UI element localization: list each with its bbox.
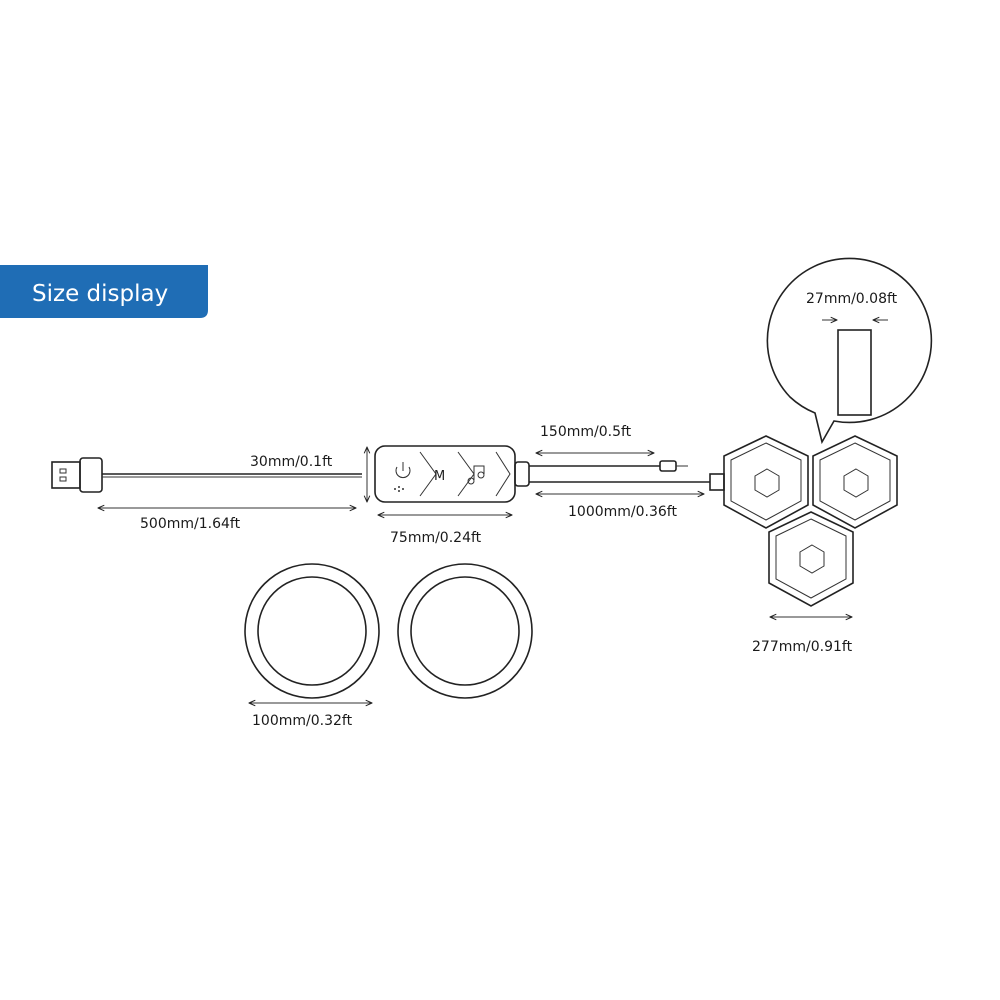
ring-outer: [397, 563, 533, 699]
short-cable-connector: [659, 460, 677, 472]
button-divider: [457, 451, 475, 497]
hexagon-width: 277mm/0.91ft: [752, 639, 853, 655]
power-icon: [395, 462, 411, 479]
usb-pin: [59, 468, 67, 474]
ring-lights: [244, 563, 533, 699]
usb-cable-length: 500mm/1.64ft: [140, 516, 241, 532]
controller-height: 30mm/0.1ft: [250, 454, 333, 470]
music-icon: [467, 465, 485, 485]
controller-cable-exit: [514, 461, 530, 487]
usb-connector: [51, 461, 81, 489]
short-cable-length: 150mm/0.5ft: [540, 424, 632, 440]
controller-width: 75mm/0.24ft: [390, 530, 482, 546]
banner-background: [0, 265, 208, 318]
ring-diameter: 100mm/0.32ft: [252, 713, 353, 729]
long-cable-plug: [709, 473, 725, 491]
hexagon-panel: [723, 435, 809, 529]
button-divider: [495, 451, 511, 497]
hexagon-light-icon: [799, 544, 825, 574]
panel-edge-profile: [837, 329, 872, 416]
button-divider: [419, 451, 437, 497]
ring-inner: [410, 576, 520, 686]
ring-outer: [244, 563, 380, 699]
microphone-icon: [394, 486, 404, 492]
usb-pin: [59, 476, 67, 482]
mode-button-label: M: [434, 469, 445, 484]
hexagon-light-icon: [754, 468, 780, 498]
callout-bubble: [766, 257, 933, 445]
controller: M: [374, 445, 530, 503]
long-cable-length: 1000mm/0.36ft: [568, 504, 677, 520]
ring-inner: [257, 576, 367, 686]
hexagon-panels: [723, 435, 898, 607]
size-display-banner: Size display: [0, 265, 208, 318]
usb-housing: [79, 457, 103, 493]
hexagon-light-icon: [843, 468, 869, 498]
banner-title: Size display: [32, 281, 168, 307]
hexagon-panel: [768, 511, 854, 607]
hexagon-panel: [812, 435, 898, 529]
panel-thickness: 27mm/0.08ft: [806, 291, 898, 307]
usb-plug: [51, 457, 103, 493]
thickness-callout: 27mm/0.08ft: [766, 257, 933, 445]
